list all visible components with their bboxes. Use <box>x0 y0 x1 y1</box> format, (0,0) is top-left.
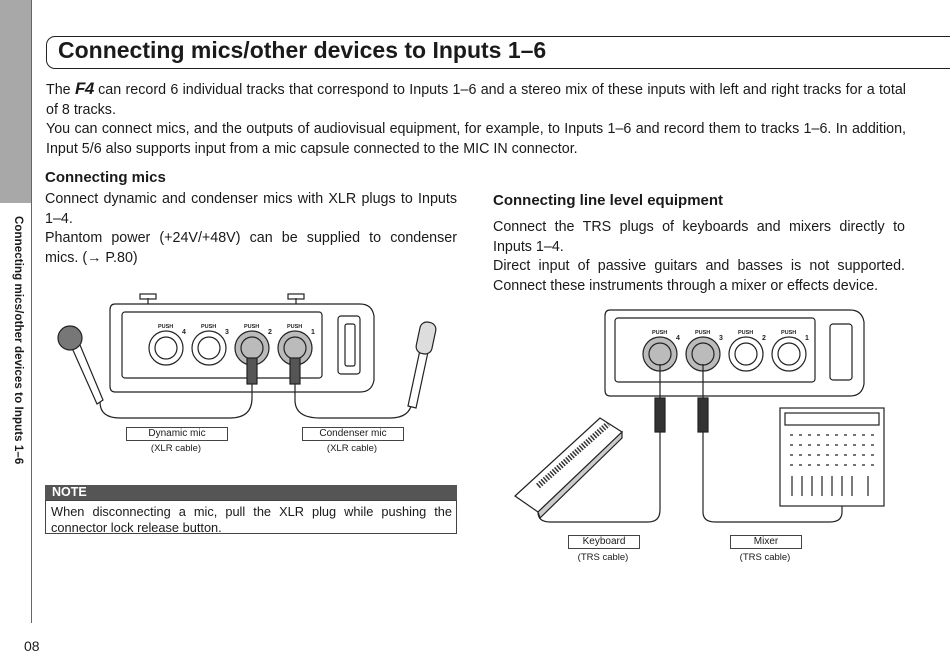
line-diagram: PUSH PUSH PUSH PUSH 4 3 2 1 <box>514 309 885 523</box>
intro-rest: can record 6 individual tracks that corr… <box>46 82 906 118</box>
recorder-body <box>604 309 865 397</box>
svg-text:4: 4 <box>182 329 186 336</box>
side-section-label: Connecting mics/other devices to Inputs … <box>12 216 24 465</box>
line-heading: Connecting line level equipment <box>493 192 724 209</box>
note-text: When disconnecting a mic, pull the XLR p… <box>45 500 457 535</box>
svg-text:PUSH: PUSH <box>695 330 710 336</box>
svg-text:PUSH: PUSH <box>158 324 173 330</box>
svg-text:2: 2 <box>268 329 272 336</box>
keyboard-cable: (TRS cable) <box>577 552 629 563</box>
svg-text:PUSH: PUSH <box>652 330 667 336</box>
keyboard-label: Keyboard <box>568 535 640 549</box>
dynamic-mic-label: Dynamic mic <box>126 427 228 441</box>
condenser-mic-label: Condenser mic <box>302 427 404 441</box>
intro-text: The F4 can record 6 individual tracks th… <box>46 79 906 159</box>
condenser-mic-icon <box>407 349 429 409</box>
intro-prefix: The <box>46 82 71 98</box>
line-paragraph-2: Direct input of passive guitars and bass… <box>493 258 905 294</box>
keyboard-icon <box>514 417 623 520</box>
mixer-label: Mixer <box>730 535 802 549</box>
svg-text:PUSH: PUSH <box>201 324 216 330</box>
intro-paragraph-2: You can connect mics, and the outputs of… <box>46 121 906 157</box>
title-frame <box>46 36 950 69</box>
page-number: 08 <box>24 638 40 654</box>
dynamic-mic-cable: (XLR cable) <box>150 443 202 454</box>
svg-text:PUSH: PUSH <box>781 330 796 336</box>
condenser-mic-cable: (XLR cable) <box>326 443 378 454</box>
intro-paragraph-1: The F4 can record 6 individual tracks th… <box>46 79 906 120</box>
svg-text:3: 3 <box>225 329 229 336</box>
page-title: Connecting mics/other devices to Inputs … <box>58 37 547 63</box>
svg-text:3: 3 <box>719 335 723 342</box>
mics-body: Connect dynamic and condenser mics with … <box>45 190 457 268</box>
recorder-body <box>109 303 375 393</box>
line-body: Connect the TRS plugs of keyboards and m… <box>493 218 905 296</box>
svg-text:4: 4 <box>676 335 680 342</box>
mixer-cable: (TRS cable) <box>739 552 791 563</box>
svg-text:PUSH: PUSH <box>244 324 259 330</box>
mics-paragraph-1: Connect dynamic and condenser mics with … <box>45 191 457 227</box>
mics-diagram: PUSH PUSH PUSH PUSH 4 3 2 1 <box>57 293 437 419</box>
side-rule <box>31 0 32 623</box>
svg-text:1: 1 <box>805 335 809 342</box>
line-paragraph-1: Connect the TRS plugs of keyboards and m… <box>493 219 905 255</box>
side-tab <box>0 0 31 203</box>
brand-logo-f4: F4 <box>74 79 94 98</box>
svg-text:1: 1 <box>311 329 315 336</box>
mixer-icon <box>779 407 885 507</box>
note-heading: NOTE <box>45 485 457 500</box>
svg-text:2: 2 <box>762 335 766 342</box>
svg-text:PUSH: PUSH <box>287 324 302 330</box>
mics-heading: Connecting mics <box>45 169 166 186</box>
svg-text:PUSH: PUSH <box>738 330 753 336</box>
mics-paragraph-2: Phantom power (+24V/+48V) can be supplie… <box>45 230 457 266</box>
